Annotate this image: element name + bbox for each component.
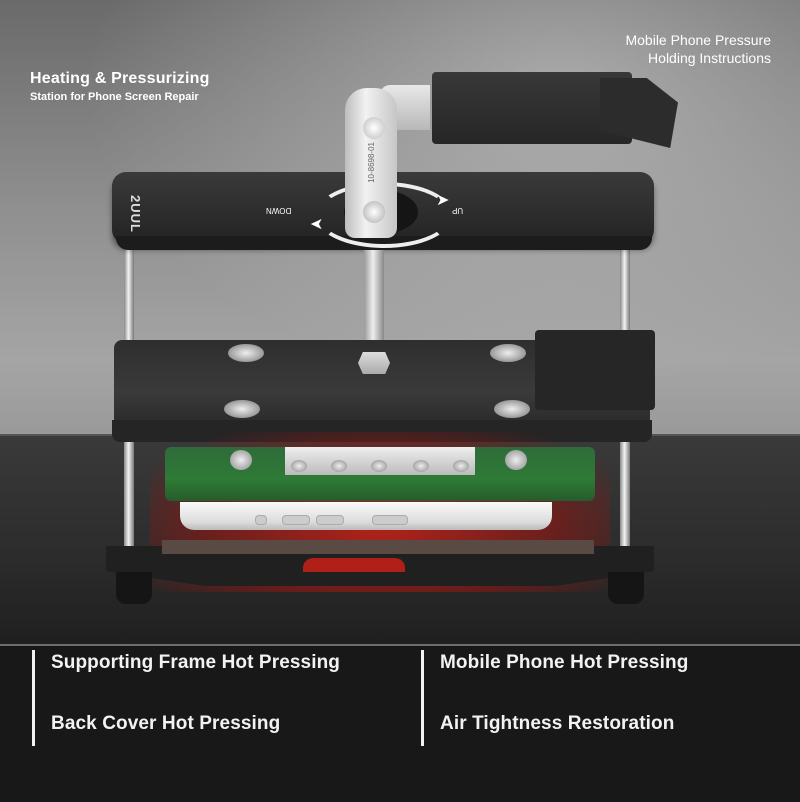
divider-left xyxy=(32,650,35,746)
spring-post xyxy=(230,450,252,470)
bolt xyxy=(224,400,260,418)
clamp-pivot-pin xyxy=(363,117,385,139)
right-caption-line1: Mobile Phone Pressure xyxy=(625,32,771,48)
heater-controller-box xyxy=(535,330,655,410)
spring-post xyxy=(505,450,527,470)
phone-volume-up xyxy=(282,515,310,525)
right-caption: Mobile Phone Pressure Holding Instructio… xyxy=(625,31,771,67)
dial-label-down: DOWN xyxy=(266,206,292,215)
clamp-lower-pin xyxy=(363,201,385,223)
screw xyxy=(413,460,429,472)
divider-right xyxy=(421,650,424,746)
feature-item: Supporting Frame Hot Pressing xyxy=(51,652,340,673)
header-title: Heating & Pressurizing xyxy=(30,70,210,87)
hex-nut xyxy=(358,352,390,374)
arrow-up-direction-icon: ➤ xyxy=(436,192,450,209)
dial-label-up: UP xyxy=(452,206,464,215)
foot-left xyxy=(116,572,152,604)
heating-pad xyxy=(162,540,594,554)
brand-logo: 2UUL xyxy=(128,195,143,233)
feature-item: Back Cover Hot Pressing xyxy=(51,713,281,734)
phone xyxy=(180,502,552,530)
clamp-engraving: 10-8698-01 xyxy=(367,142,376,183)
base-notch xyxy=(303,558,405,572)
features-panel xyxy=(0,644,800,802)
screw xyxy=(371,460,387,472)
header-subtitle: Station for Phone Screen Repair xyxy=(30,91,199,103)
phone-sim-tray xyxy=(372,515,408,525)
clamp-handle xyxy=(432,72,632,144)
feature-item: Mobile Phone Hot Pressing xyxy=(440,652,689,673)
phone-mute-switch xyxy=(255,515,267,525)
bolt xyxy=(494,400,530,418)
phone-volume-down xyxy=(316,515,344,525)
header-title-block: Heating & Pressurizing Station for Phone… xyxy=(30,70,210,103)
press-shaft xyxy=(364,250,384,346)
foot-right xyxy=(608,572,644,604)
bolt xyxy=(490,344,526,362)
right-caption-line2: Holding Instructions xyxy=(648,50,771,66)
screw xyxy=(453,460,469,472)
bolt xyxy=(228,344,264,362)
screw xyxy=(291,460,307,472)
arrow-down-direction-icon: ➤ xyxy=(310,215,324,232)
feature-item: Air Tightness Restoration xyxy=(440,713,675,734)
screw xyxy=(331,460,347,472)
